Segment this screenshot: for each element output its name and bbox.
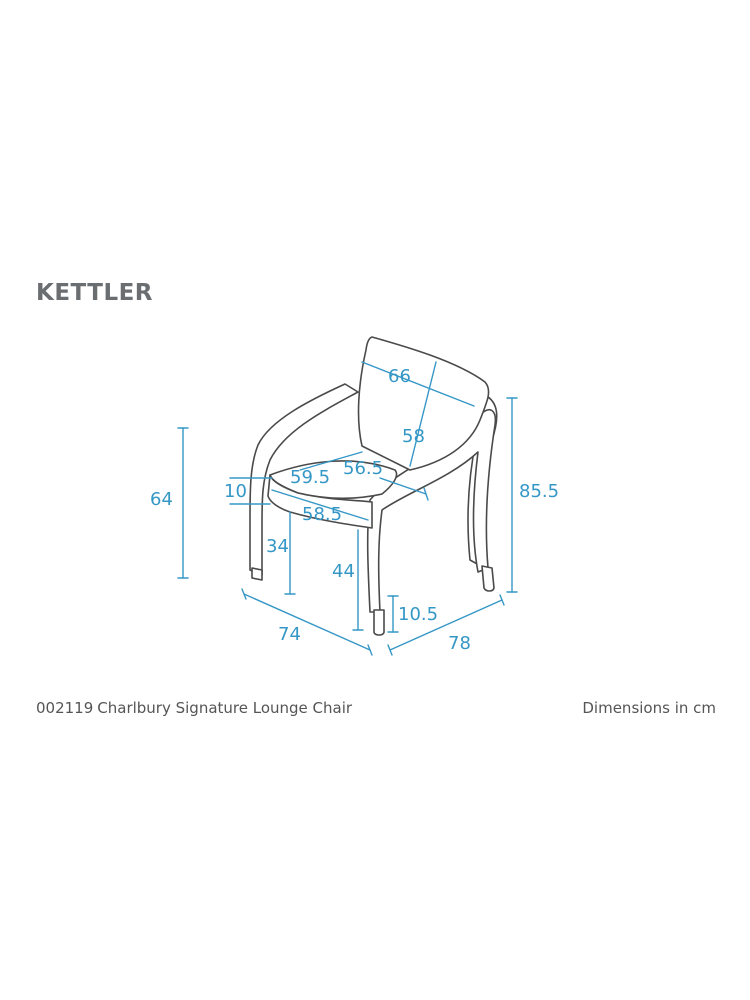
dimension-leg-height: 10.5 (398, 604, 438, 625)
units-note: Dimensions in cm (582, 699, 716, 717)
dimension-overall-depth: 78 (448, 633, 471, 654)
chair-seat-front (267, 474, 373, 529)
dimension-seat-height-rear: 34 (266, 536, 289, 557)
dimension-seat-front-width: 58.5 (302, 504, 342, 525)
dimension-seat-cushion-thickness: 10 (224, 481, 247, 502)
chair-drawing (249, 336, 498, 636)
dimension-back-cushion-width: 66 (388, 366, 411, 387)
dimension-seat-cushion-width: 59.5 (290, 467, 330, 488)
dimension-seat-cushion-depth: 56.5 (343, 458, 383, 479)
dimension-overall-width: 74 (278, 624, 301, 645)
dimension-arm-height: 64 (150, 489, 173, 510)
kettler-logo: KETTLER (36, 280, 154, 306)
chair-leg-front-right (373, 609, 385, 636)
product-code: 002119 (36, 699, 94, 717)
chair-leg-back-right (481, 565, 495, 592)
dimension-overall-height: 85.5 (519, 481, 559, 502)
chair-leg-front-left (251, 567, 263, 581)
dimension-seat-height-front: 44 (332, 561, 355, 582)
dimension-lines (177, 361, 518, 656)
dimension-back-cushion-height: 58 (402, 426, 425, 447)
chair-back-cushion (357, 336, 490, 471)
product-name: Charlbury Signature Lounge Chair (97, 699, 353, 717)
chair-left-arm (249, 383, 359, 576)
